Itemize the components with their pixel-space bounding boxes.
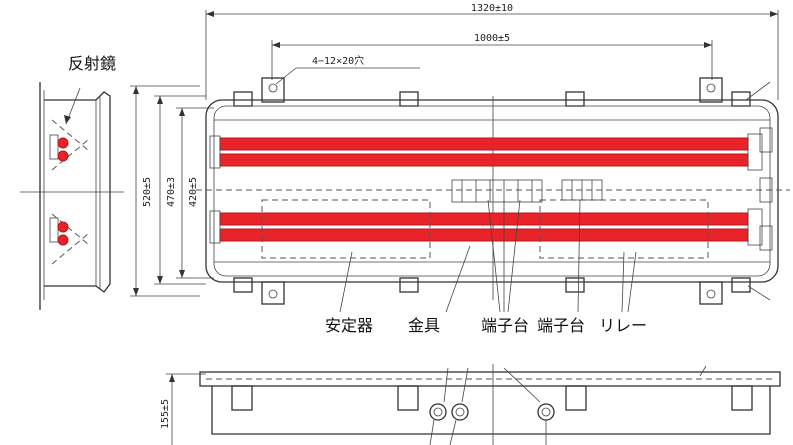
overall-height-label: 520±5: [142, 177, 153, 207]
sockets-right: [747, 127, 773, 251]
overall-width-label: 1320±10: [471, 3, 513, 14]
lamp-tube-4: [219, 228, 749, 242]
side-tube-4: [57, 234, 69, 246]
terminal-block-1: [451, 179, 543, 203]
relay-label: リレー: [599, 316, 648, 335]
dimension-mount-pitch: 1000±5: [271, 33, 713, 80]
dimension-heights: [130, 85, 214, 297]
depth-label: 155±5: [160, 399, 171, 429]
side-tube-1: [57, 137, 69, 149]
front-view: [196, 77, 790, 313]
mount-pitch-label: 1000±5: [474, 33, 510, 44]
sockets-left: [209, 135, 221, 244]
terminal-block-2: [561, 179, 603, 201]
reflector-label: 反射鏡: [68, 54, 117, 73]
ballast-label: 安定器: [325, 316, 374, 335]
side-tube-3: [57, 221, 69, 233]
top-brackets: [233, 77, 751, 107]
terminal-block-label-1: 端子台: [481, 316, 530, 335]
leader-lines: [339, 81, 771, 313]
dimension-overall-width: 1320±10: [205, 3, 779, 100]
bottom-view: [166, 364, 781, 445]
inner-height-label: 420±5: [188, 177, 199, 207]
lamp-tube-1: [219, 137, 749, 151]
mount-holes-label: 4−12×20穴: [312, 54, 364, 67]
side-tube-2: [57, 150, 69, 162]
body-height-label: 470±3: [166, 177, 177, 207]
terminal-block-label-2: 端子台: [537, 316, 586, 335]
lamp-tube-3: [219, 212, 749, 226]
bracket-label: 金具: [408, 316, 441, 335]
lamp-tube-2: [219, 153, 749, 167]
side-view: [20, 82, 124, 310]
dimension-mount-holes: 4−12×20穴: [275, 54, 420, 85]
